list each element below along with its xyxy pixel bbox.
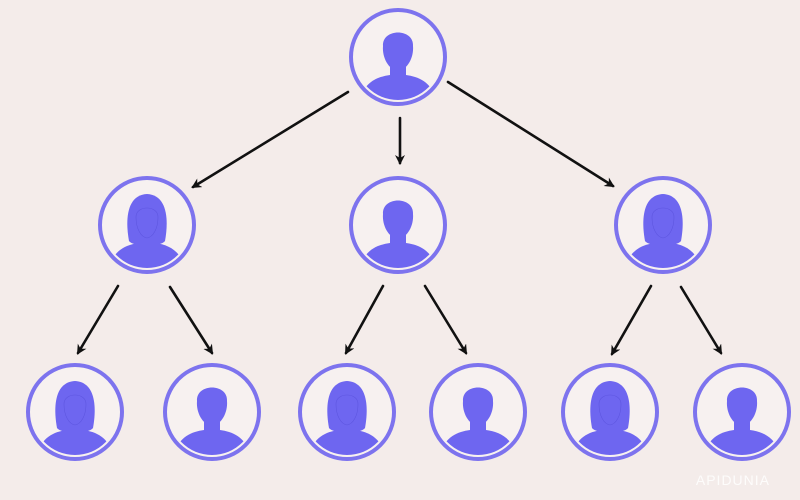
node-ring	[561, 363, 659, 461]
arrow-l1-left-to-l2-2	[168, 285, 214, 355]
arrow-l1-right-to-l2-5	[610, 284, 653, 356]
node-ring	[349, 8, 447, 106]
node-ring	[298, 363, 396, 461]
nodes-layer	[26, 8, 791, 461]
person-node-l2-2	[163, 363, 261, 461]
person-node-root	[349, 8, 447, 106]
person-node-l2-6	[693, 363, 791, 461]
node-ring	[429, 363, 527, 461]
male-person-icon	[358, 200, 438, 268]
arrow-l1-left-to-l2-1	[76, 284, 120, 355]
female-person-icon	[35, 381, 115, 455]
watermark-text: APIDUNIA	[695, 472, 770, 488]
node-ring	[614, 176, 712, 274]
male-person-icon	[172, 387, 252, 455]
person-node-l2-3	[298, 363, 396, 461]
female-person-icon	[623, 194, 703, 268]
node-ring	[693, 363, 791, 461]
person-node-l1-center	[349, 176, 447, 274]
arrow-l1-center-to-l2-3	[344, 284, 385, 355]
person-node-l1-left	[98, 176, 196, 274]
node-ring	[349, 176, 447, 274]
male-person-icon	[702, 387, 782, 455]
female-person-icon	[570, 381, 650, 455]
node-ring	[98, 176, 196, 274]
arrow-root-to-l1-left	[191, 90, 350, 189]
person-node-l2-5	[561, 363, 659, 461]
node-ring	[26, 363, 124, 461]
node-ring	[163, 363, 261, 461]
arrow-l1-center-to-l2-4	[423, 284, 468, 355]
male-person-icon	[358, 32, 438, 100]
edges-layer	[76, 80, 723, 356]
female-person-icon	[107, 194, 187, 268]
person-node-l2-4	[429, 363, 527, 461]
female-person-icon	[307, 381, 387, 455]
person-node-l1-right	[614, 176, 712, 274]
person-node-l2-1	[26, 363, 124, 461]
arrow-l1-right-to-l2-6	[679, 285, 723, 355]
male-person-icon	[438, 387, 518, 455]
arrow-root-to-l1-right	[446, 80, 615, 188]
